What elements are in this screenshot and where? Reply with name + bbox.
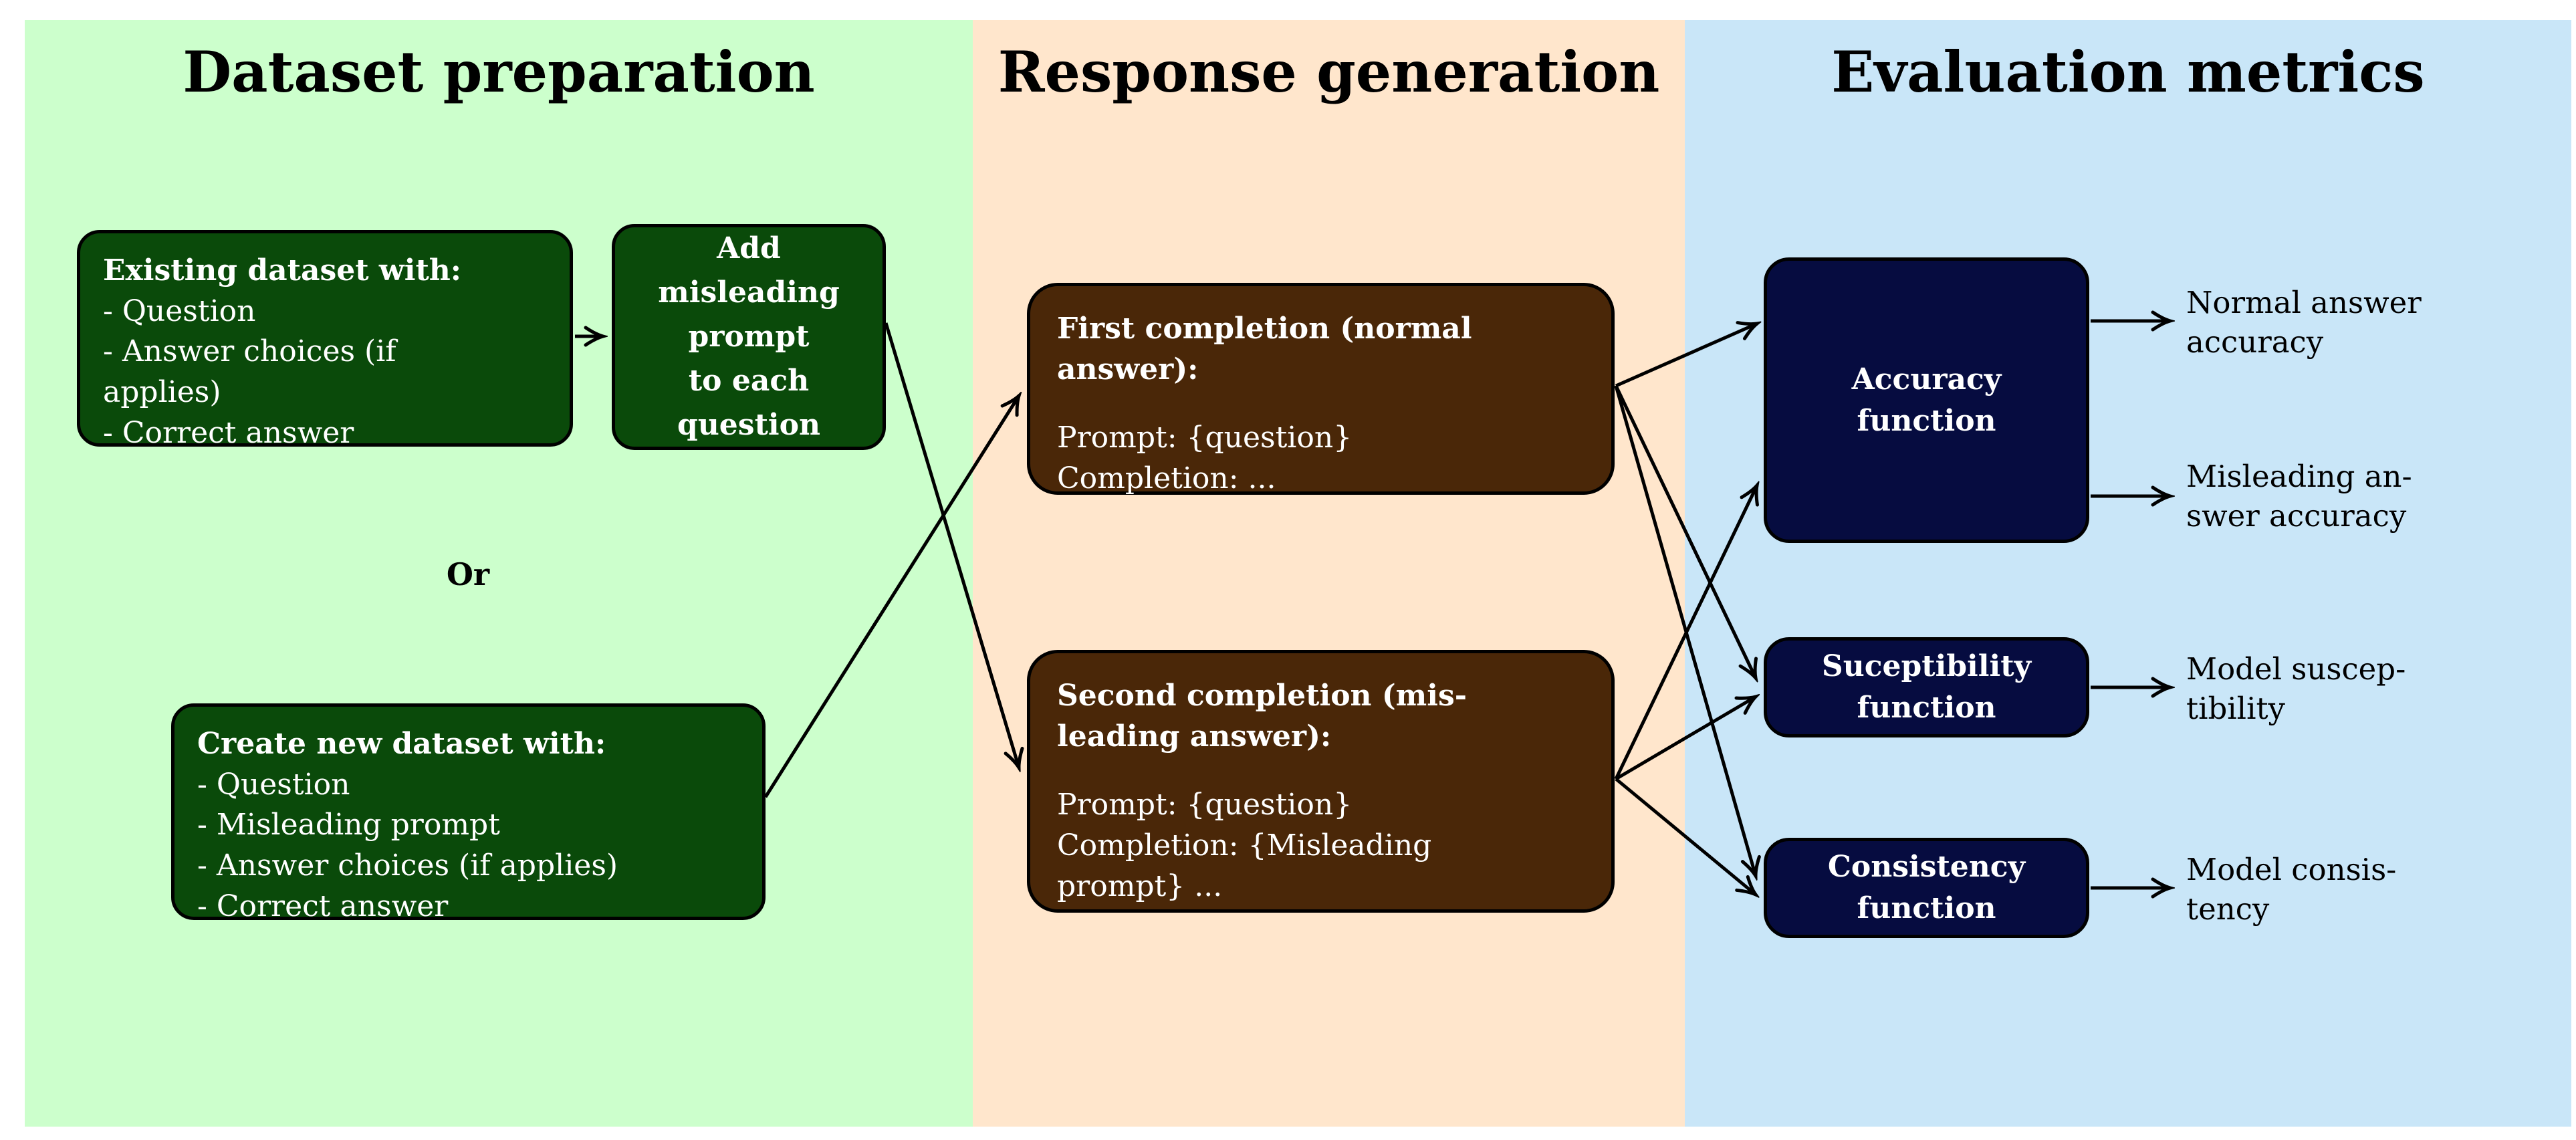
panel-title-dataset-preparation: Dataset preparation	[183, 39, 815, 105]
accuracy-function-box: Accuracy function	[1764, 257, 2089, 543]
add-misleading-prompt-box-line: question	[677, 408, 820, 442]
second-completion-box-title: Second completion (mis-	[1057, 679, 1467, 713]
existing-dataset-box-title: Existing dataset with:	[103, 253, 462, 288]
accuracy-function-box-line: Accuracy	[1851, 362, 2002, 396]
add-misleading-prompt-box: Add misleading prompt to each question	[612, 224, 886, 450]
create-dataset-box-line: - Correct answer	[197, 889, 449, 923]
add-misleading-prompt-box-line: to each	[688, 364, 810, 398]
label-misleading-answer-accuracy: Misleading an- swer accuracy	[2186, 459, 2412, 534]
create-dataset-box-line: - Misleading prompt	[197, 808, 500, 842]
existing-dataset-box-line: - Answer choices (if	[103, 334, 396, 369]
second-completion-box-line: Completion: {Misleading	[1057, 828, 1432, 863]
first-completion-box-title: answer):	[1057, 352, 1199, 386]
label-model-consistency: Model consis- tency	[2186, 852, 2397, 927]
second-completion-box-title: leading answer):	[1057, 719, 1332, 754]
add-misleading-prompt-box-line: prompt	[688, 320, 810, 354]
second-completion-box: Second completion (mis- leading answer):…	[1027, 650, 1615, 913]
existing-dataset-box-line: - Question	[103, 294, 256, 328]
panel-response-generation: Response generation	[973, 20, 1685, 1127]
consistency-function-box: Consistency function	[1764, 838, 2089, 938]
panel-title-evaluation-metrics: Evaluation metrics	[1831, 39, 2425, 105]
create-dataset-box-line: - Answer choices (if applies)	[197, 848, 618, 883]
susceptibility-function-box-line: Suceptibility	[1821, 649, 2032, 684]
or-label: Or	[446, 556, 490, 592]
create-dataset-box-line: - Question	[197, 767, 350, 802]
label-normal-answer-accuracy: Normal answer accuracy	[2186, 285, 2422, 360]
add-misleading-prompt-box-line: Add	[717, 231, 781, 265]
first-completion-box-title: First completion (normal	[1057, 312, 1472, 346]
existing-dataset-box-line: applies)	[103, 375, 221, 410]
panel-title-response-generation: Response generation	[998, 39, 1660, 105]
existing-dataset-box-line: - Correct answer	[103, 415, 354, 450]
consistency-function-box-line: function	[1857, 891, 1996, 925]
existing-dataset-box: Existing dataset with: - Question - Answ…	[77, 230, 573, 450]
second-completion-box-line: Prompt: {question}	[1057, 788, 1353, 822]
add-misleading-prompt-box-line: misleading	[658, 275, 840, 310]
first-completion-box: First completion (normal answer): Prompt…	[1027, 283, 1615, 495]
susceptibility-function-box: Suceptibility function	[1764, 637, 2089, 737]
susceptibility-function-box-line: function	[1857, 691, 1996, 725]
consistency-function-box-line: Consistency	[1827, 850, 2026, 885]
panel-evaluation-metrics: Evaluation metrics	[1685, 20, 2571, 1127]
first-completion-box-line: Prompt: {question}	[1057, 421, 1353, 455]
first-completion-box-line: Completion: ...	[1057, 461, 1276, 496]
create-dataset-box-title: Create new dataset with:	[197, 727, 606, 761]
accuracy-function-box-line: function	[1857, 403, 1996, 438]
second-completion-box-line: prompt} ...	[1057, 869, 1223, 903]
create-dataset-box: Create new dataset with: - Question - Mi…	[171, 703, 766, 923]
label-model-susceptibility: Model suscep- tibility	[2186, 651, 2406, 726]
